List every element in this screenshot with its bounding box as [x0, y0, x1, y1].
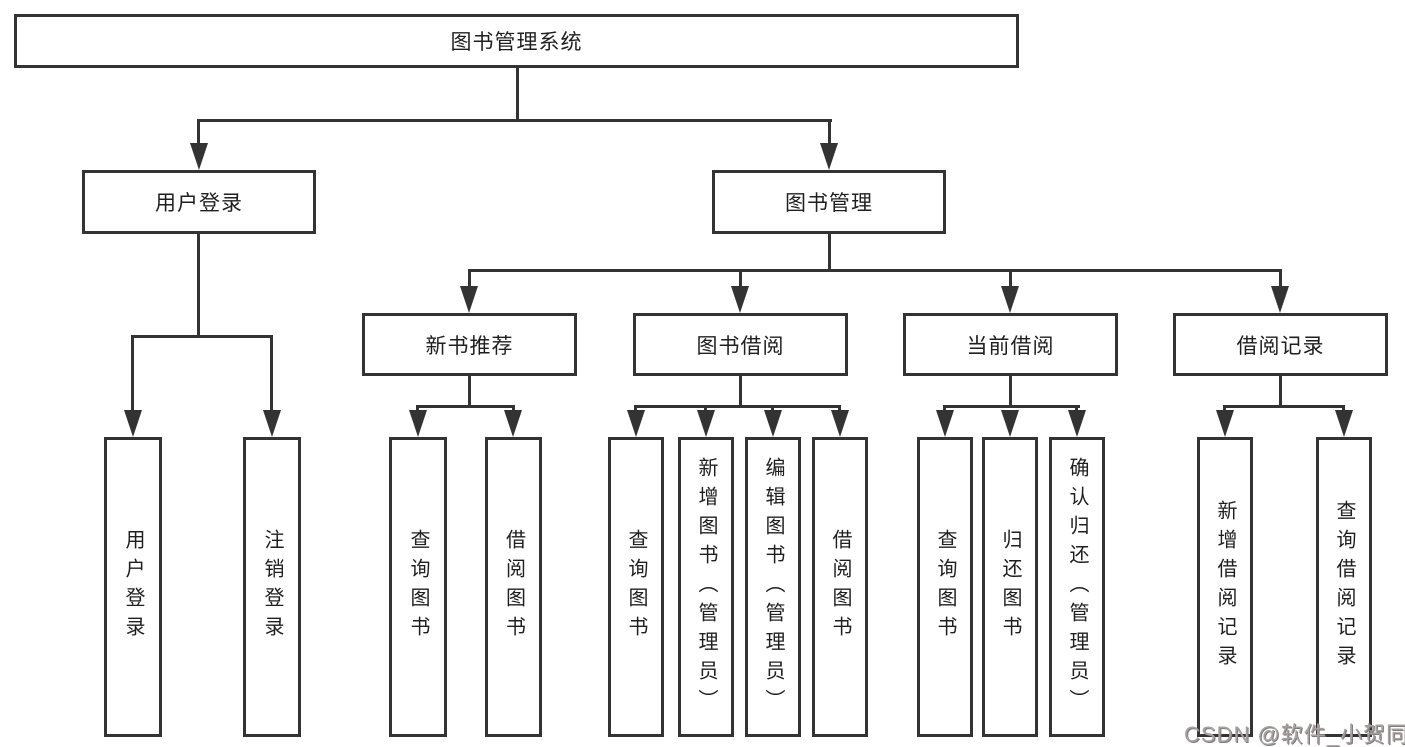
csdn-watermark: CSDN @软件_小贺同学: [1184, 722, 1405, 747]
leaf-label: 查询图书: [407, 529, 429, 645]
connector-line: [704, 405, 707, 413]
node-label: 图书借阅: [696, 334, 785, 358]
node-new-book-recommend: 新书推荐: [362, 313, 577, 376]
arrow-down-icon: [1335, 410, 1353, 437]
node-label: 用户登录: [155, 192, 243, 215]
arrow-down-icon: [263, 410, 281, 437]
arrow-down-icon: [831, 410, 849, 437]
arrow-down-icon: [820, 143, 838, 170]
connector-line: [1342, 405, 1345, 413]
leaf-user-login: 用户登录: [104, 437, 162, 737]
connector-line: [771, 405, 774, 413]
connector-line: [634, 405, 841, 408]
arrow-down-icon: [936, 410, 954, 437]
arrow-down-icon: [697, 410, 715, 437]
connector-line: [1223, 405, 1345, 408]
connector-line: [270, 337, 273, 412]
leaf-borrow-books-recommend: 借阅图书: [485, 437, 542, 737]
connector-line: [416, 405, 515, 408]
leaf-search-books-recommend: 查询图书: [389, 437, 447, 737]
leaf-label: 借阅图书: [829, 529, 851, 645]
connector-line: [512, 405, 515, 413]
leaf-label: 新增借阅记录: [1214, 500, 1236, 674]
leaf-label: 查询图书: [934, 529, 956, 645]
arrow-down-icon: [409, 410, 427, 437]
connector-line: [468, 376, 471, 407]
node-book-borrowing: 图书借阅: [633, 313, 848, 376]
arrow-down-icon: [460, 286, 478, 313]
arrow-down-icon: [1001, 286, 1019, 313]
arrow-down-icon: [1271, 286, 1289, 313]
connector-line: [943, 405, 1080, 408]
connector-line: [943, 405, 946, 413]
connector-line: [197, 234, 200, 336]
connector-line: [634, 405, 637, 413]
leaf-label: 用户登录: [122, 529, 144, 645]
leaf-confirm-return-admin: 确认归还（管理员）: [1049, 437, 1105, 737]
arrow-down-icon: [731, 286, 749, 313]
node-label: 当前借阅: [966, 334, 1055, 358]
arrow-down-icon: [627, 410, 645, 437]
arrow-down-icon: [124, 410, 142, 437]
leaf-search-books-current: 查询图书: [917, 437, 973, 737]
connector-line: [197, 119, 832, 122]
connector-line: [1279, 376, 1282, 407]
leaf-label: 归还图书: [999, 529, 1021, 645]
node-label: 图书管理: [785, 192, 873, 215]
connector-line: [828, 121, 831, 145]
leaf-search-borrow-record: 查询借阅记录: [1316, 437, 1372, 737]
node-current-borrowing: 当前借阅: [903, 313, 1118, 376]
connector-line: [197, 121, 200, 145]
leaf-borrow-books: 借阅图书: [812, 437, 868, 737]
leaf-edit-books-admin: 编辑图书（管理员）: [745, 437, 801, 737]
connector-line: [516, 68, 519, 120]
arrow-down-icon: [1068, 410, 1086, 437]
leaf-label: 借阅图书: [502, 529, 525, 645]
node-borrowing-records: 借阅记录: [1173, 313, 1388, 376]
arrow-down-icon: [764, 410, 782, 437]
leaf-label: 查询借阅记录: [1333, 500, 1355, 674]
connector-line: [468, 271, 471, 287]
leaf-add-books-admin: 新增图书（管理员）: [678, 437, 734, 737]
arrow-down-icon: [1001, 410, 1019, 437]
leaf-label: 新增图书（管理员）: [695, 456, 717, 718]
connector-line: [1009, 376, 1012, 407]
leaf-search-books-borrow: 查询图书: [608, 437, 664, 737]
connector-line: [838, 405, 841, 413]
connector-line: [1075, 405, 1078, 413]
connector-line: [416, 405, 419, 413]
arrow-down-icon: [504, 410, 522, 437]
leaf-label: 确认归还（管理员）: [1066, 456, 1088, 718]
connector-line: [468, 269, 1282, 272]
node-book-management: 图书管理: [712, 170, 946, 234]
connector-line: [828, 234, 831, 271]
leaf-label: 注销登录: [261, 529, 283, 645]
connector-line: [739, 271, 742, 287]
node-user-login: 用户登录: [82, 170, 316, 234]
leaf-logout: 注销登录: [243, 437, 301, 737]
node-label: 新书推荐: [425, 334, 514, 358]
arrow-down-icon: [190, 143, 208, 170]
connector-line: [1279, 271, 1282, 287]
connector-line: [739, 376, 742, 407]
connector-line: [1009, 271, 1012, 287]
connector-line: [131, 337, 134, 412]
node-label: 借阅记录: [1236, 334, 1325, 358]
leaf-return-books: 归还图书: [982, 437, 1038, 737]
connector-line: [1223, 405, 1226, 413]
leaf-add-borrow-record: 新增借阅记录: [1197, 437, 1253, 737]
leaf-label: 查询图书: [625, 529, 647, 645]
node-label: 图书管理系统: [450, 31, 583, 54]
leaf-label: 编辑图书（管理员）: [762, 456, 784, 718]
connector-line: [131, 335, 273, 338]
node-library-system: 图书管理系统: [14, 14, 1019, 68]
arrow-down-icon: [1216, 410, 1234, 437]
